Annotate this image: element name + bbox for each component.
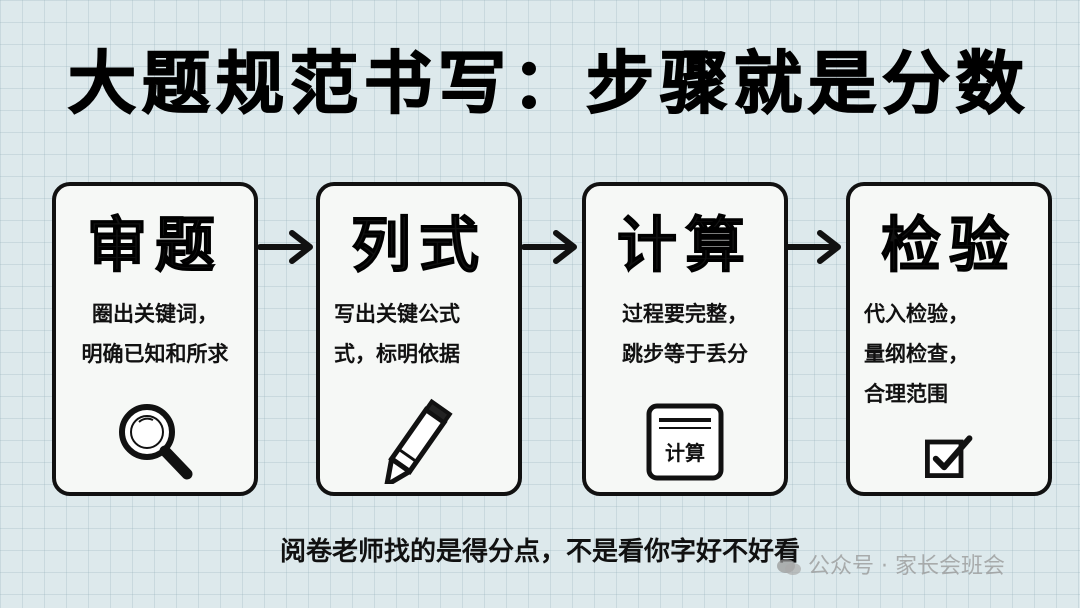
magnifier-icon (119, 404, 193, 480)
calculator-icon: 计算 (646, 403, 724, 481)
watermark: 公众号 · 家长会班会 (776, 548, 1005, 580)
calculator-label: 计算 (665, 441, 705, 465)
step-line: 圈出关键词， (92, 302, 218, 326)
step-card-3: 计算 过程要完整， 跳步等于丢分 计算 (582, 182, 788, 496)
step-line: 写出关键公式 (334, 302, 460, 326)
checkbox-icon (925, 435, 973, 478)
arrow-right-icon (786, 230, 841, 264)
step-card-1: 审题 圈出关键词， 明确已知和所求 (52, 182, 258, 496)
watermark-text: 公众号 · 家长会班会 (808, 554, 1005, 579)
pencil-icon (384, 398, 453, 484)
wechat-icon (777, 559, 801, 575)
step-line: 量纲检查， (864, 342, 969, 366)
step-line: 式，标明依据 (334, 342, 460, 366)
step-card-4: 检验 代入检验， 量纲检查， 合理范围 (846, 182, 1052, 496)
step-description: 圈出关键词， 明确已知和所求 (56, 294, 254, 374)
step-title: 审题 (86, 210, 223, 281)
arrow-right-icon (522, 230, 577, 264)
step-description: 写出关键公式 式，标明依据 (320, 294, 518, 374)
arrow-right-icon (258, 230, 313, 264)
step-line: 代入检验， (864, 302, 969, 326)
page-title: 大题规范书写：步骤就是分数 (67, 44, 1031, 125)
step-description: 过程要完整， 跳步等于丢分 (586, 294, 784, 374)
step-title: 计算 (616, 210, 753, 281)
step-line: 合理范围 (864, 382, 948, 406)
step-title: 列式 (350, 210, 487, 281)
step-description: 代入检验， 量纲检查， 合理范围 (850, 294, 1048, 414)
step-line: 过程要完整， (622, 302, 748, 326)
step-card-2: 列式 写出关键公式 式，标明依据 (316, 182, 522, 496)
step-title: 检验 (880, 210, 1017, 281)
step-line: 跳步等于丢分 (622, 342, 748, 366)
footer-note: 阅卷老师找的是得分点，不是看你字好不好看 (279, 537, 800, 567)
step-line: 明确已知和所求 (81, 342, 229, 366)
